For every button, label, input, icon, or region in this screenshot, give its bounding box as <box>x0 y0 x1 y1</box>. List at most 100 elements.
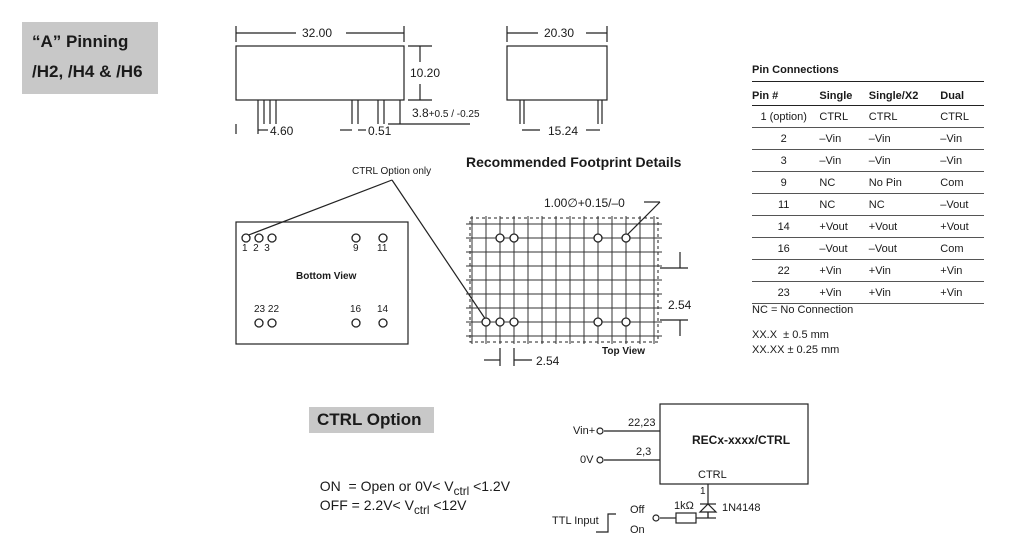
pinning-variants: /H2, /H4 & /H6 <box>32 62 143 81</box>
footprint-hole <box>481 317 491 327</box>
bottom-pin-labels-top-left: 1 2 3 <box>242 243 270 254</box>
nc-note: NC = No Connection <box>752 304 854 316</box>
footprint-title: Recommended Footprint Details <box>466 154 682 170</box>
ctrl-off-suffix: <12V <box>429 497 467 513</box>
table-cell: Com <box>940 171 984 194</box>
tolerance-1: XX.X ± 0.5 mm <box>752 329 829 341</box>
table-cell: +Vin <box>819 281 869 304</box>
dim-row-spacing: 15.24 <box>548 124 579 138</box>
bottom-pin-23 <box>254 318 264 328</box>
circuit-pin1-label: 1 <box>700 486 706 497</box>
circuit-resistor-label: 1kΩ <box>674 500 694 512</box>
circuit-vin-pins: 22,23 <box>628 417 656 429</box>
device-box <box>659 403 809 485</box>
footprint-hole <box>495 233 505 243</box>
bottom-pin-16 <box>351 318 361 328</box>
pinning-label-box: “A” Pinning /H2, /H4 & /H6 <box>22 22 158 94</box>
pinning-title: “A” Pinning <box>32 32 129 51</box>
pin-len-tol: +0.5 / -0.25 <box>428 109 480 120</box>
table-cell: NC <box>819 171 869 194</box>
table-cell: 1 (option) <box>752 105 820 128</box>
table-cell: +Vin <box>819 259 869 282</box>
table-cell: –Vout <box>940 193 984 216</box>
circuit-vin-label: Vin+ <box>573 425 596 437</box>
table-cell: 9 <box>752 171 820 194</box>
table-row: 2–Vin–Vin–Vin <box>752 127 984 150</box>
table-row: 23+Vin+Vin+Vin <box>752 281 984 304</box>
circuit-off-label: Off <box>630 504 645 516</box>
bottom-pin-2 <box>254 233 264 243</box>
diode <box>698 503 718 513</box>
table-cell: NC <box>868 193 941 216</box>
table-cell: –Vin <box>819 149 869 172</box>
table-cell: CTRL <box>819 105 869 128</box>
table-cell: Com <box>940 237 984 260</box>
table-row: 14+Vout+Vout+Vout <box>752 215 984 238</box>
pin-connections-rule <box>752 81 984 82</box>
table-cell: 23 <box>752 281 820 304</box>
bottom-pin-labels-bottom-left: 23 22 <box>254 304 280 315</box>
table-cell: 3 <box>752 149 820 172</box>
table-cell: CTRL <box>868 105 941 128</box>
table-row: 3–Vin–Vin–Vin <box>752 149 984 172</box>
table-cell: –Vout <box>819 237 869 260</box>
table-cell: –Vin <box>940 149 984 172</box>
bottom-pin-label-16: 16 <box>350 304 362 315</box>
table-cell: CTRL <box>940 105 984 128</box>
table-cell: 22 <box>752 259 820 282</box>
table-cell: +Vout <box>940 215 984 238</box>
table-header-cell: Single <box>819 87 869 106</box>
ctrl-on-condition: ON = Open or 0V< Vctrl <1.2V <box>312 462 510 498</box>
footprint-pitch-h: 2.54 <box>536 354 560 368</box>
pin-connections-title: Pin Connections <box>752 64 839 76</box>
table-header-cell: Dual <box>940 87 984 106</box>
table-cell: –Vout <box>868 237 941 260</box>
bottom-pin-22 <box>267 318 277 328</box>
dim-pin-dia: 0.51 <box>368 124 392 138</box>
footprint-hole <box>509 233 519 243</box>
footprint-hole <box>509 317 519 327</box>
table-cell: –Vin <box>819 127 869 150</box>
pin-len-value: 3.8 <box>412 106 429 120</box>
ctrl-on-suffix: <1.2V <box>469 478 511 494</box>
circuit-on-label: On <box>630 524 645 536</box>
bottom-pin-9 <box>351 233 361 243</box>
table-cell: +Vin <box>940 281 984 304</box>
dim-length: 32.00 <box>302 26 333 40</box>
footprint-pitch-v: 2.54 <box>668 298 692 312</box>
table-cell: +Vin <box>868 281 941 304</box>
ctrl-option-only-note: CTRL Option only <box>352 166 432 177</box>
ctrl-option-title: CTRL Option <box>309 407 434 433</box>
footprint-hole <box>593 317 603 327</box>
footprint-hole-dim: 1.00∅+0.15/–0 <box>544 196 625 210</box>
table-row: 22+Vin+Vin+Vin <box>752 259 984 282</box>
ctrl-on-prefix: ON = Open or 0V< V <box>319 478 454 494</box>
table-cell: –Vin <box>868 127 941 150</box>
table-cell: NC <box>819 193 869 216</box>
bottom-view-label: Bottom View <box>296 271 357 282</box>
bottom-pin-14 <box>378 318 388 328</box>
bottom-pin-11 <box>378 233 388 243</box>
footprint-hole <box>593 233 603 243</box>
footprint-top-view: Top View <box>602 346 645 357</box>
tolerance-2: XX.XX ± 0.25 mm <box>752 344 840 356</box>
table-cell: 2 <box>752 127 820 150</box>
dim-width: 20.30 <box>544 26 575 40</box>
footprint-hole <box>495 317 505 327</box>
side-view-body <box>235 45 405 101</box>
table-header-cell: Single/X2 <box>868 87 941 106</box>
table-cell: +Vout <box>819 215 869 238</box>
circuit-ttl-label: TTL Input <box>552 515 599 527</box>
circuit-0v-pins: 2,3 <box>636 446 652 458</box>
circuit-0v-label: 0V <box>580 454 594 466</box>
table-cell: –Vin <box>940 127 984 150</box>
table-cell: No Pin <box>868 171 941 194</box>
footprint-hole <box>621 233 631 243</box>
table-cell: 14 <box>752 215 820 238</box>
